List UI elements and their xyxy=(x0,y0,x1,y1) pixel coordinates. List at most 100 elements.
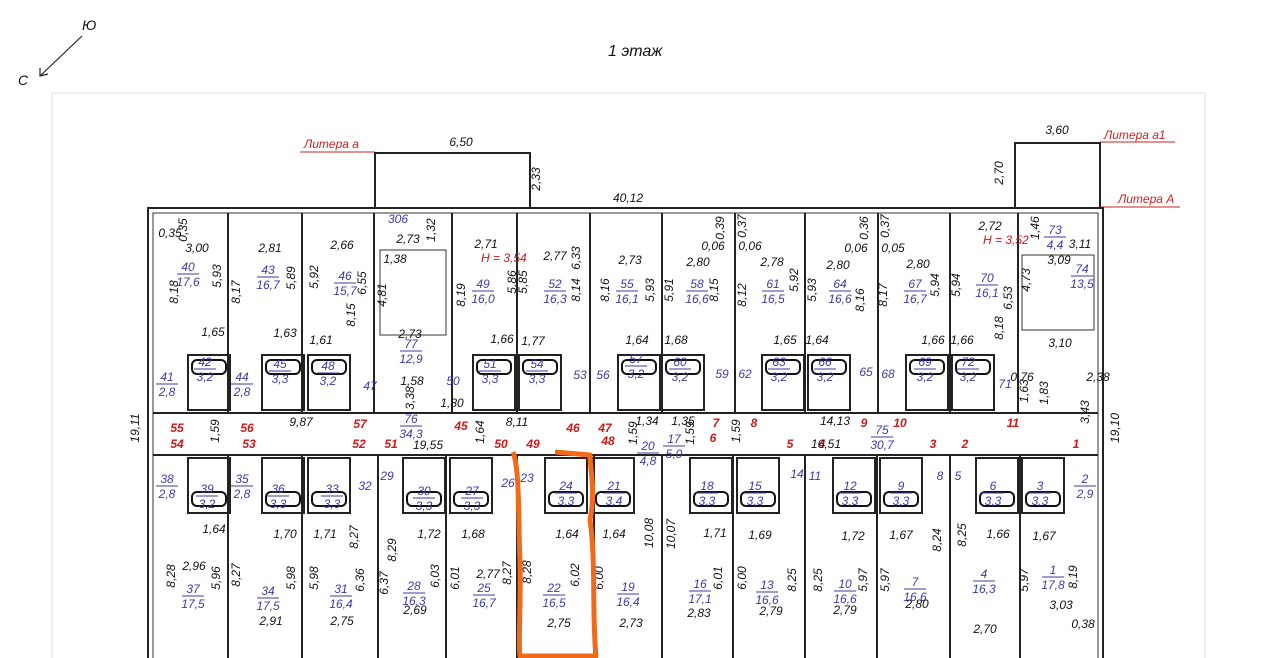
room-label[interactable]: 303,3 xyxy=(413,484,435,513)
room-label[interactable]: 23 xyxy=(519,471,534,485)
dimension-label: 2,69 xyxy=(402,603,427,617)
dimension-label: 8,25 xyxy=(785,568,799,592)
dimension-label: 0,05 xyxy=(881,241,905,255)
room-label[interactable]: 412,8 xyxy=(156,370,178,399)
room-label[interactable]: 363,3 xyxy=(267,482,289,511)
room-label[interactable]: 63,3 xyxy=(982,479,1004,508)
room-area: 5,0 xyxy=(666,447,683,461)
room-label[interactable]: 5 xyxy=(955,469,962,483)
dimension-label: 6,02 xyxy=(568,563,582,587)
room-label[interactable]: 56 xyxy=(596,368,610,382)
room-label[interactable]: 603,2 xyxy=(669,355,691,384)
room-label[interactable]: 734,4 xyxy=(1044,223,1066,252)
room-label[interactable]: 663,2 xyxy=(814,355,836,384)
room-label[interactable]: 53 xyxy=(573,368,587,382)
room-label[interactable]: 29 xyxy=(379,469,394,483)
dimension-label: 2,80 xyxy=(905,257,930,271)
room-label[interactable]: 416,3 xyxy=(972,567,996,596)
room-area: 16,4 xyxy=(329,597,353,611)
room-label[interactable]: 393,2 xyxy=(196,482,218,511)
room-label[interactable]: 543,3 xyxy=(526,357,548,386)
room-label[interactable]: 153,3 xyxy=(744,479,766,508)
room-area: 3,3 xyxy=(747,494,764,508)
room-label[interactable]: 47 xyxy=(363,379,378,393)
room-label[interactable]: 333,3 xyxy=(321,482,343,511)
room-label[interactable]: 14 xyxy=(790,467,804,481)
room-label[interactable]: 50 xyxy=(446,374,460,388)
room-number: 71 xyxy=(998,377,1011,391)
room-label[interactable]: 382,8 xyxy=(156,472,178,501)
dimension-label: 8,27 xyxy=(229,562,243,587)
dimension-label: 1,66 xyxy=(950,333,974,347)
dimension-label: 0,36 xyxy=(857,216,871,240)
room-label[interactable]: 65 xyxy=(859,365,873,379)
room-label[interactable]: 213,4 xyxy=(603,479,625,508)
room-label[interactable]: 59 xyxy=(715,367,729,381)
room-label[interactable]: 123,3 xyxy=(839,479,861,508)
room-label[interactable]: 204,8 xyxy=(637,439,659,468)
room-label[interactable]: 442,8 xyxy=(231,370,253,399)
room-label[interactable]: 483,2 xyxy=(317,359,339,388)
room-label[interactable]: 26 xyxy=(500,476,515,490)
room-label[interactable]: 71 xyxy=(998,377,1011,391)
room-label[interactable]: 716,6 xyxy=(903,575,927,604)
dimension-label: 0,35 xyxy=(176,218,190,242)
room-label[interactable]: 273,3 xyxy=(461,484,483,513)
room-label[interactable]: 453,3 xyxy=(269,357,291,386)
room-label[interactable]: 68 xyxy=(881,367,895,381)
room-label[interactable]: 22,9 xyxy=(1074,472,1096,501)
room-area: 13,5 xyxy=(1070,277,1094,291)
room-label[interactable]: 117,8 xyxy=(1041,563,1065,592)
room-label[interactable]: 352,8 xyxy=(231,472,253,501)
room-label[interactable]: 513,3 xyxy=(479,357,501,386)
dimension-label: 0,06 xyxy=(844,241,868,255)
room-label[interactable]: 693,2 xyxy=(914,355,936,384)
dimension-label: 1,64 xyxy=(625,333,649,347)
room-label[interactable]: 243,3 xyxy=(555,479,577,508)
room-label[interactable]: 11 xyxy=(809,469,821,483)
room-label[interactable]: 183,3 xyxy=(696,479,718,508)
room-label[interactable]: 573,2 xyxy=(625,352,647,381)
dimension-label: 1,67 xyxy=(1032,529,1057,543)
room-label[interactable]: 33,3 xyxy=(1029,479,1051,508)
room-label[interactable]: 175,0 xyxy=(663,432,685,461)
room-label[interactable]: 306 xyxy=(388,212,408,226)
room-label[interactable]: 8 xyxy=(937,469,944,483)
room-label[interactable]: 93,3 xyxy=(890,479,912,508)
room-number: 63 xyxy=(772,355,786,369)
room-label[interactable]: 633,2 xyxy=(768,355,790,384)
room-label[interactable]: 723,2 xyxy=(957,355,979,384)
sheet-border xyxy=(51,92,1206,658)
room-label[interactable]: 32 xyxy=(358,479,372,493)
room-label[interactable]: 423,2 xyxy=(194,355,216,384)
marker-label: 49 xyxy=(525,437,540,451)
dimension-label: 6,53 xyxy=(1001,286,1015,310)
room-label[interactable]: 62 xyxy=(738,367,752,381)
dimension-label: 5,93 xyxy=(643,278,657,302)
